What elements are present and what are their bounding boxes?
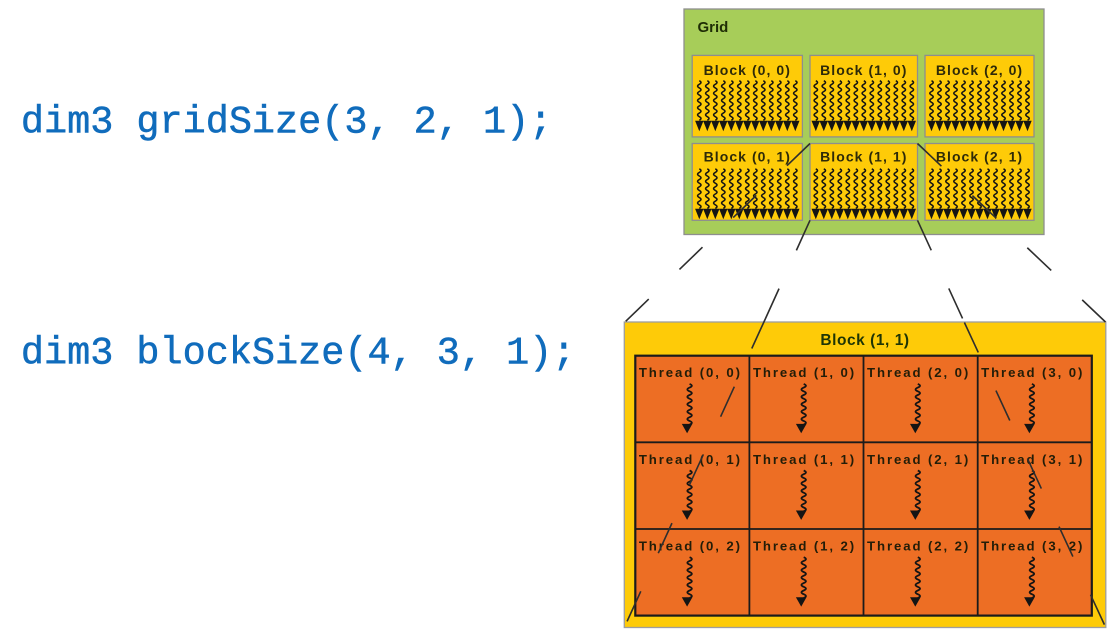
svg-text:Thread (3, 1): Thread (3, 1) — [981, 452, 1084, 467]
svg-text:Block (0, 0): Block (0, 0) — [704, 62, 791, 78]
svg-text:Thread (3, 2): Thread (3, 2) — [981, 539, 1084, 554]
svg-text:Thread (1, 2): Thread (1, 2) — [753, 539, 856, 554]
svg-text:Thread (2, 2): Thread (2, 2) — [867, 539, 970, 554]
svg-text:dim3 gridSize(3, 2, 1);: dim3 gridSize(3, 2, 1); — [21, 101, 552, 145]
svg-text:Thread (2, 0): Thread (2, 0) — [867, 365, 970, 380]
svg-text:Block (1, 1): Block (1, 1) — [820, 148, 907, 164]
svg-text:Thread (0, 1): Thread (0, 1) — [639, 452, 742, 467]
svg-text:Thread (0, 0): Thread (0, 0) — [639, 365, 742, 380]
svg-text:Grid: Grid — [698, 19, 729, 36]
svg-text:Block (0, 1): Block (0, 1) — [704, 148, 791, 164]
svg-text:Thread (1, 1): Thread (1, 1) — [753, 452, 856, 467]
svg-text:Thread (0, 2): Thread (0, 2) — [639, 539, 742, 554]
svg-text:Thread (3, 0): Thread (3, 0) — [981, 365, 1084, 380]
svg-text:Block (1, 1): Block (1, 1) — [820, 332, 909, 349]
svg-text:Thread (1, 0): Thread (1, 0) — [753, 365, 856, 380]
svg-text:Block (1, 0): Block (1, 0) — [820, 62, 907, 78]
svg-text:Block (2, 1): Block (2, 1) — [936, 148, 1023, 164]
svg-text:dim3 blockSize(4, 3, 1);: dim3 blockSize(4, 3, 1); — [21, 332, 576, 376]
svg-text:Thread (2, 1): Thread (2, 1) — [867, 452, 970, 467]
svg-text:Block (2, 0): Block (2, 0) — [936, 62, 1023, 78]
